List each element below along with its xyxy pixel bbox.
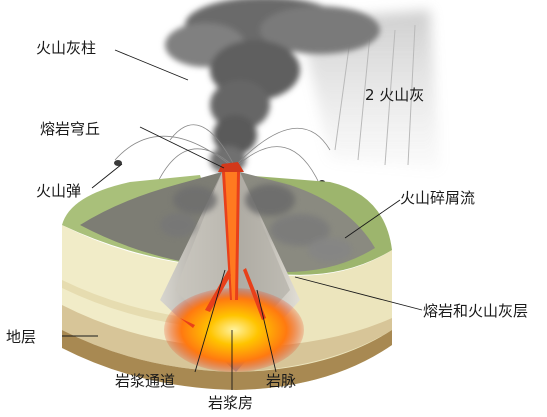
leader-lines <box>62 49 423 390</box>
dike-shape <box>205 270 231 312</box>
label-ash-fall: 2 火山灰 <box>365 86 424 104</box>
dike-shape <box>180 318 195 328</box>
pyroclastic-flow <box>160 184 352 262</box>
label-strata: 地层 <box>6 328 36 346</box>
label-ash-column: 火山灰柱 <box>36 39 96 57</box>
label-pyroclastic-flow: 火山碎屑流 <box>400 189 475 207</box>
label-dike: 岩脉 <box>266 372 296 390</box>
volcanic-bomb-shape <box>114 160 122 166</box>
label-conduit: 岩浆通道 <box>115 372 175 390</box>
ash-column <box>165 0 380 174</box>
label-magma-chamber: 岩浆房 <box>208 394 253 412</box>
label-lava-ash-layers: 熔岩和火山灰层 <box>423 302 528 320</box>
label-volcanic-bomb: 火山弹 <box>36 182 81 200</box>
bomb-trajectories <box>114 124 331 201</box>
magma-chamber-shape <box>164 288 304 372</box>
dike-shape <box>243 268 266 320</box>
label-lava-dome: 熔岩穹丘 <box>40 120 100 138</box>
lava-dome-shape <box>218 162 244 172</box>
